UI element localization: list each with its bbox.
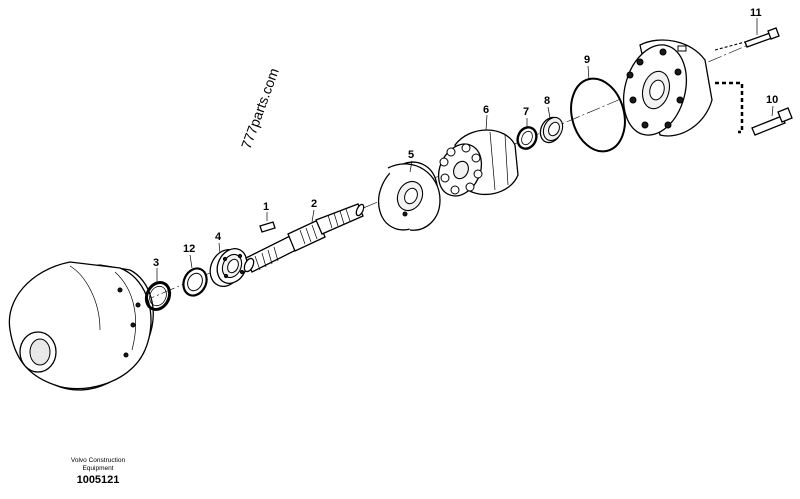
part-5-valve-plate xyxy=(377,161,441,231)
part-3-retaining-ring xyxy=(144,280,172,312)
callout-4: 4 xyxy=(215,231,222,243)
part-1-key xyxy=(259,221,276,233)
footer-block: Volvo Construction Equipment 1005121 xyxy=(71,457,126,486)
callout-2: 2 xyxy=(311,198,317,210)
leader-lines xyxy=(156,18,774,283)
callout-12: 12 xyxy=(183,243,195,255)
part-10-bolt xyxy=(715,81,793,136)
part-12-shim-ring xyxy=(182,267,208,297)
part-6-cylinder-block xyxy=(437,129,519,197)
part-8-bearing xyxy=(539,116,564,144)
end-cover xyxy=(623,39,713,137)
callout-labels: 1 2 3 4 5 6 7 8 9 10 11 12 xyxy=(153,7,778,269)
callout-8: 8 xyxy=(544,95,550,107)
part-4-bearing xyxy=(209,247,248,287)
callout-5: 5 xyxy=(408,149,414,161)
callout-3: 3 xyxy=(153,257,159,269)
part-11-bolt xyxy=(714,27,780,51)
callout-9: 9 xyxy=(584,54,590,66)
callout-6: 6 xyxy=(483,104,489,116)
watermark-text: 777parts.com xyxy=(238,66,282,151)
part-2-drive-shaft xyxy=(243,203,365,273)
footer-brand-line1: Volvo Construction xyxy=(71,457,126,464)
callout-11: 11 xyxy=(750,7,762,19)
callout-1: 1 xyxy=(263,201,269,213)
part-9-o-ring xyxy=(570,77,626,153)
footer-drawing-number: 1005121 xyxy=(77,474,120,486)
callout-10: 10 xyxy=(766,94,778,106)
part-7-ring xyxy=(516,126,538,150)
motor-housing xyxy=(8,261,154,391)
footer-brand-line2: Equipment xyxy=(82,465,113,472)
callout-7: 7 xyxy=(523,106,529,118)
